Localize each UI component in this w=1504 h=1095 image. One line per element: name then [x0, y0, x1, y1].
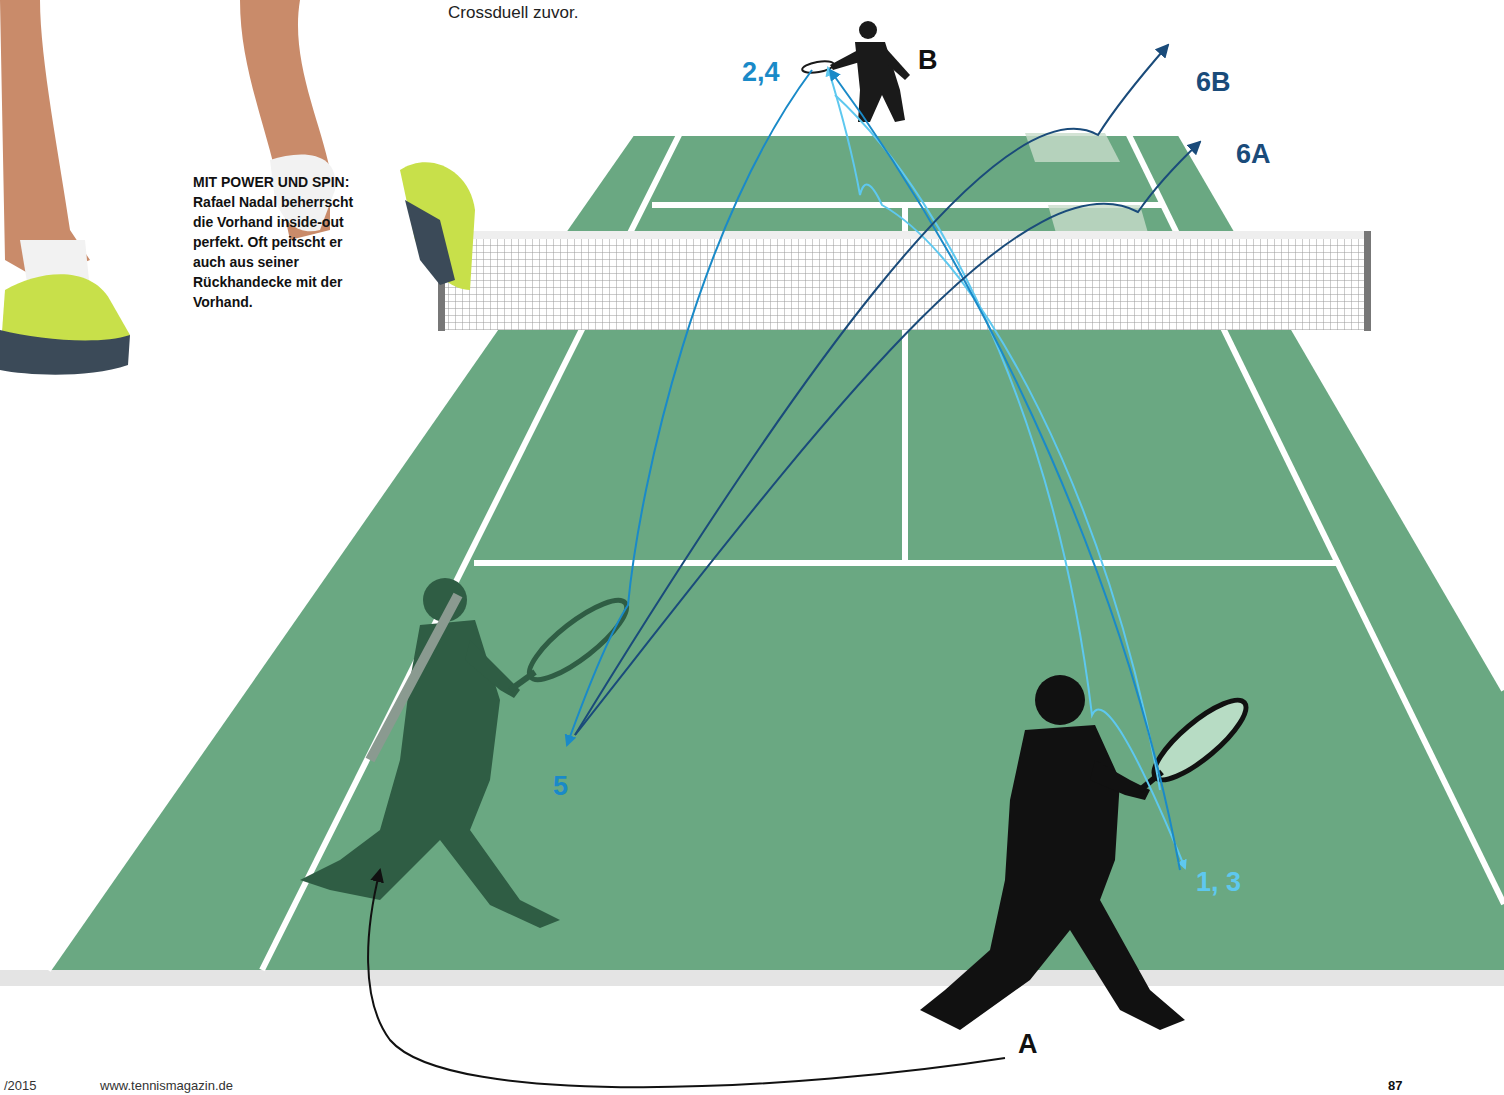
racket — [520, 589, 637, 691]
net-band — [443, 231, 1368, 239]
player-label: B — [918, 46, 938, 76]
ball-trajectories — [567, 45, 1200, 870]
photo-caption: MIT POWER UND SPIN: Rafael Nadal beherrs… — [193, 172, 365, 312]
callout-number: 2,4 — [742, 58, 780, 88]
callout-number: 5 — [553, 772, 568, 802]
ghost-racket-frame — [370, 595, 458, 760]
callout-number: 6B — [1196, 68, 1231, 98]
player-a-silhouette — [920, 675, 1185, 1030]
callout-number: 1, 3 — [1196, 868, 1241, 898]
court-surface — [48, 133, 1504, 970]
movement-arrow — [368, 870, 1005, 1087]
player-label: A — [1018, 1030, 1038, 1060]
ghost-player-silhouette — [300, 578, 560, 928]
page-number: 87 — [1388, 1079, 1402, 1093]
racket-handle — [510, 672, 535, 690]
ground-band — [0, 970, 1504, 986]
net — [443, 236, 1368, 330]
website-url: www.tennismagazin.de — [100, 1079, 233, 1093]
net-post — [1364, 231, 1371, 331]
player-b-silhouette — [830, 21, 910, 122]
court-lines — [48, 133, 1504, 970]
text-fragment: Crossduell zuvor. — [448, 4, 578, 23]
player-photo — [0, 0, 475, 375]
callout-number: 6A — [1236, 140, 1271, 170]
issue-date: /2015 — [4, 1079, 37, 1093]
